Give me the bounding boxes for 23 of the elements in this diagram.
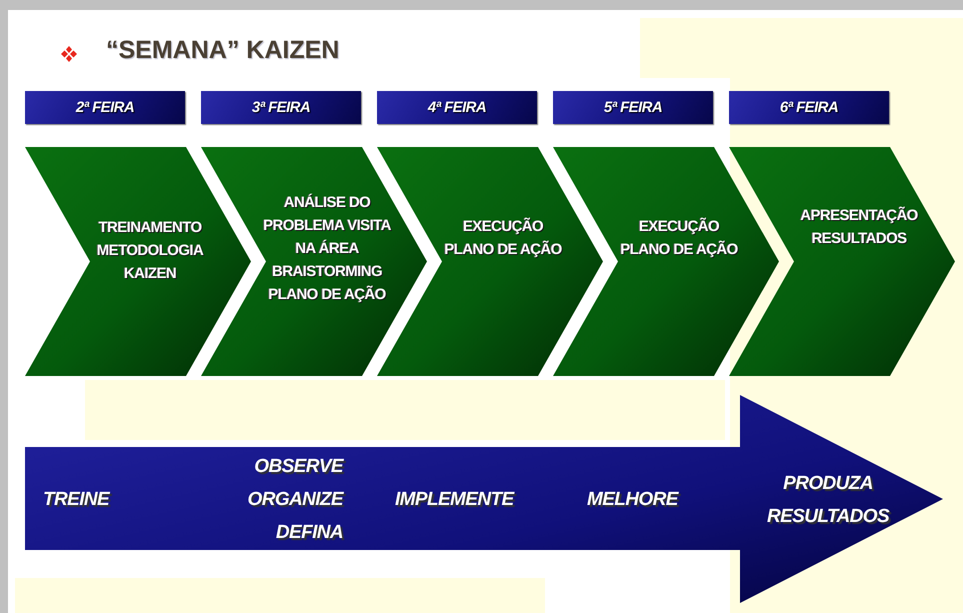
- step-text: TREINAMENTO METODOLOGIA KAIZEN: [96, 218, 204, 284]
- day-box: [25, 91, 185, 124]
- day-label: 2ª FEIRA: [76, 99, 134, 116]
- phase-text: OBSERVE ORGANIZE DEFINA: [246, 455, 343, 545]
- title: “SEMANA” KAIZEN: [106, 36, 340, 65]
- phase-text: IMPLEMENTE: [395, 488, 516, 512]
- step-text: EXECUÇÃO PLANO DE AÇÃO: [443, 216, 563, 260]
- day-box: [553, 91, 713, 124]
- phase-text: PRODUZA RESULTADOS: [766, 472, 890, 529]
- phase-text: TREINE: [43, 488, 111, 512]
- progress-arrow: [25, 395, 943, 603]
- step-text: APRESENTAÇÃO RESULTADOS: [799, 206, 919, 248]
- day-label: 6ª FEIRA: [780, 99, 838, 116]
- chevron-step: [25, 147, 251, 376]
- day-box: [729, 91, 889, 124]
- phase-text: MELHORE: [587, 488, 680, 512]
- step-text: EXECUÇÃO PLANO DE AÇÃO: [619, 216, 739, 260]
- day-label: 4ª FEIRA: [428, 99, 486, 116]
- day-label: 3ª FEIRA: [252, 99, 310, 116]
- step-text: ANÁLISE DO PROBLEMA VISITA NA ÁREA BRAISTORMING PLANO DE AÇÃO: [263, 192, 391, 304]
- day-label: 5ª FEIRA: [604, 99, 662, 116]
- day-box: [377, 91, 537, 124]
- day-box: [201, 91, 361, 124]
